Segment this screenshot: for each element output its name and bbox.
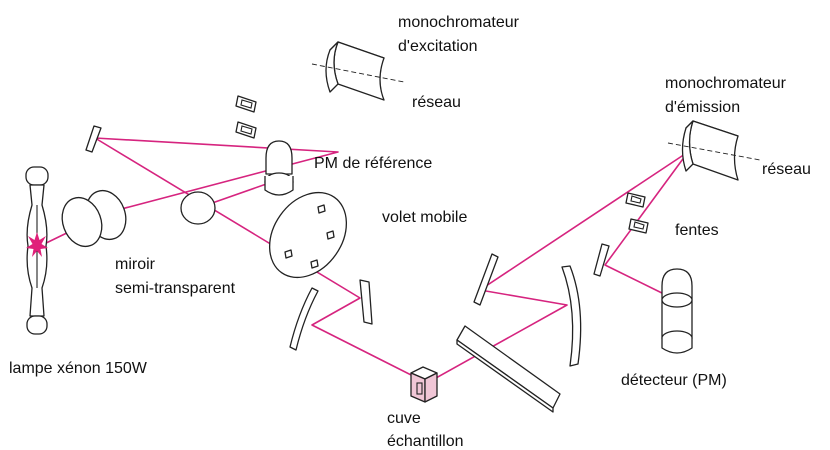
detector-pm — [661, 268, 693, 354]
label-cuve-line2: échantillon — [387, 433, 464, 450]
exit-mirror — [593, 243, 610, 277]
excitation-grating — [311, 41, 405, 101]
condenser-lenses — [61, 189, 127, 248]
collection-mirror — [561, 265, 582, 367]
emission-flat-mirror — [473, 253, 499, 306]
reference-pm — [264, 140, 294, 196]
labels: monochromateur d'excitation réseau PM de… — [9, 14, 811, 450]
label-reseau-emission: réseau — [762, 161, 811, 178]
beam-excitation-path — [39, 137, 689, 384]
xenon-lamp — [25, 166, 49, 335]
beam-splitter — [180, 191, 216, 225]
label-reseau-excitation: réseau — [412, 94, 461, 111]
moving-shutter — [268, 191, 348, 279]
sample-cuvette — [410, 366, 438, 403]
filter-plate — [456, 325, 561, 413]
label-mono-excitation-line1: monochromateur — [398, 14, 520, 31]
label-mono-emission-line1: monochromateur — [665, 75, 787, 92]
excitation-slits — [235, 95, 257, 139]
label-mono-emission-line2: d'émission — [665, 99, 740, 116]
label-fentes: fentes — [675, 222, 719, 239]
label-detecteur: détecteur (PM) — [621, 372, 727, 389]
folding-mirror-right — [359, 279, 373, 325]
label-mono-excitation-line2: d'excitation — [398, 38, 478, 55]
label-miroir-line1: miroir — [115, 256, 156, 273]
entry-mirror — [85, 125, 102, 153]
emission-grating — [667, 120, 761, 181]
emission-slits — [625, 192, 649, 234]
label-cuve-line1: cuve — [387, 410, 421, 427]
label-miroir-line2: semi-transparent — [115, 280, 236, 297]
lamp-flash-icon — [26, 232, 48, 257]
label-volet-mobile: volet mobile — [382, 209, 467, 226]
label-pm-reference: PM de référence — [314, 155, 432, 172]
label-lampe: lampe xénon 150W — [9, 360, 148, 377]
folding-mirror-left — [289, 287, 319, 351]
